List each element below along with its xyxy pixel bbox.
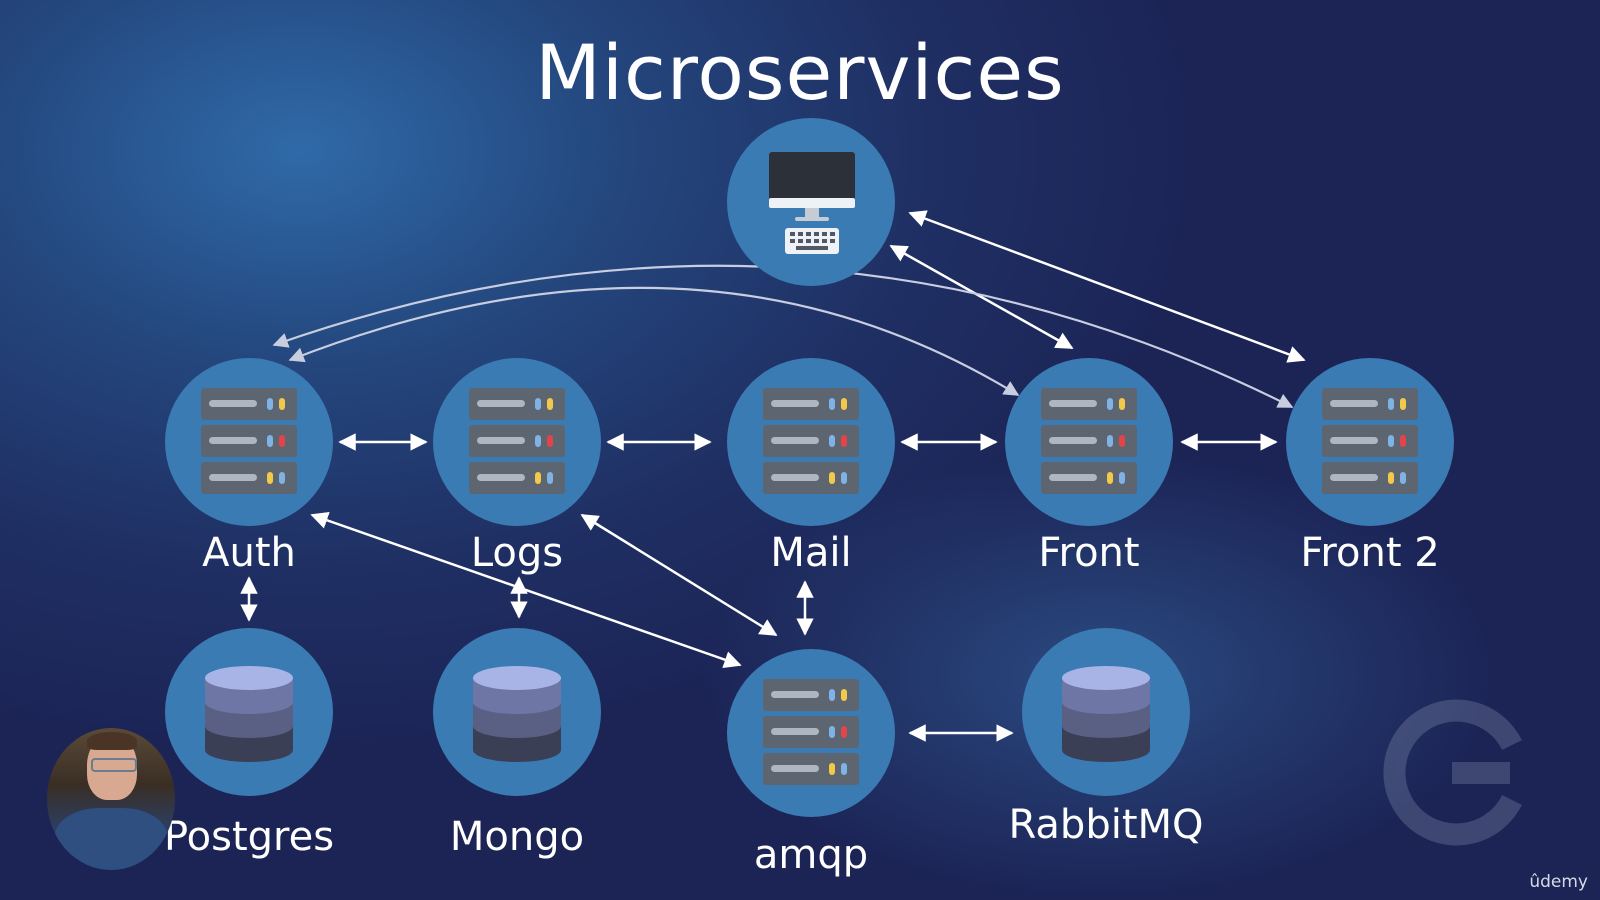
mail-node — [727, 358, 895, 526]
presenter-webcam — [47, 728, 175, 870]
logs-node — [433, 358, 601, 526]
server-rack-icon — [469, 388, 565, 494]
logs-label: Logs — [470, 530, 564, 576]
server-rack-icon — [201, 388, 297, 494]
amqp-node — [727, 649, 895, 817]
slide-title: Microservices — [535, 28, 1065, 117]
front-label: Front — [1038, 530, 1140, 576]
amqp-label: amqp — [753, 832, 869, 878]
auth-node — [165, 358, 333, 526]
client-node — [727, 118, 895, 286]
mongo-label: Mongo — [449, 814, 585, 860]
rabbitmq-label: RabbitMQ — [1008, 802, 1204, 848]
database-icon — [205, 666, 293, 762]
server-rack-icon — [1322, 388, 1418, 494]
rabbitmq-node — [1022, 628, 1190, 796]
arrow-auth-amqp — [310, 511, 742, 669]
server-rack-icon — [1041, 388, 1137, 494]
desktop-computer-icon — [769, 152, 855, 254]
presenter-hair — [87, 732, 137, 750]
udemy-watermark: ûdemy — [1529, 872, 1588, 892]
postgres-node — [165, 628, 333, 796]
arc-front-auth — [288, 286, 1020, 396]
server-rack-icon — [763, 388, 859, 494]
database-icon — [1062, 666, 1150, 762]
database-icon — [473, 666, 561, 762]
arrow-logs-amqp — [580, 513, 778, 637]
connections — [240, 210, 1306, 742]
arrow-client-front — [889, 244, 1074, 350]
auth-label: Auth — [202, 530, 296, 576]
circular-c-logo-icon — [1383, 699, 1522, 846]
mongo-node — [433, 628, 601, 796]
mail-label: Mail — [770, 530, 852, 576]
arrow-client-front2 — [908, 210, 1306, 363]
front-node — [1005, 358, 1173, 526]
presenter-glasses — [91, 758, 137, 772]
postgres-label: Postgres — [163, 814, 335, 860]
front2-node — [1286, 358, 1454, 526]
front2-label: Front 2 — [1300, 530, 1440, 576]
presenter-shirt — [55, 808, 167, 870]
server-rack-icon — [763, 679, 859, 785]
